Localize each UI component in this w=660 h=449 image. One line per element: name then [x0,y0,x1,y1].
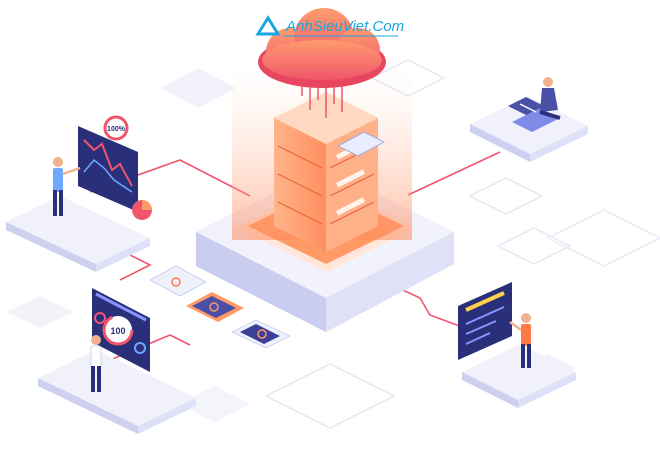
chart-panel-icon: 100% [78,115,152,220]
watermark-text: AnhSieuViet.Com [285,18,404,35]
dial-value-text: 100 [110,326,125,336]
server-icon [274,92,386,252]
cloud-icon [258,8,386,88]
chip-icon [148,265,292,349]
person-left-bottom [90,335,102,392]
right-bottom-platform [462,344,576,408]
left-top-platform [6,196,150,272]
form-panel-icon [458,282,512,360]
left-bottom-platform [38,350,196,434]
watermark: AnhSieuViet.Com [255,15,404,37]
chart-badge-text: 100% [107,126,126,133]
person-right-top [539,77,561,120]
dial-panel-icon: 100 [92,288,150,372]
person-right-bottom [509,313,531,368]
person-left-top [53,157,81,216]
